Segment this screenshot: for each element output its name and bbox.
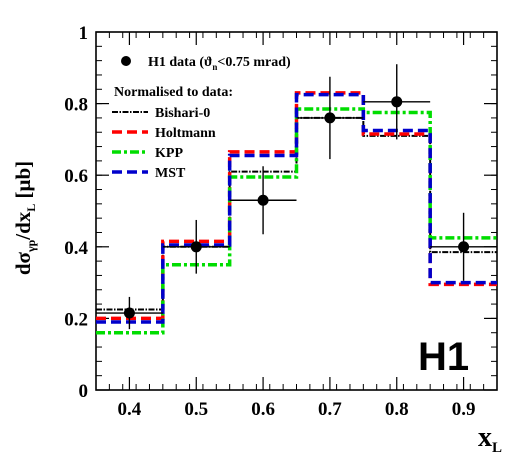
data-point xyxy=(257,194,269,206)
h1-logo: H1 xyxy=(418,335,469,379)
data-point xyxy=(458,241,470,253)
y-tick-label: 0.8 xyxy=(64,95,88,116)
legend-data-marker xyxy=(121,56,131,66)
x-tick-label: 0.4 xyxy=(118,399,142,420)
y-axis-title-main: dσ xyxy=(11,251,35,275)
data-points-layer xyxy=(96,64,497,330)
legend-data-label: H1 data (ϑn<0.75 mrad) xyxy=(148,55,291,72)
x-tick-label: 0.7 xyxy=(318,399,342,420)
series-mst xyxy=(96,92,497,324)
x-axis-title-main: x xyxy=(478,422,492,453)
legend-label-mst: MST xyxy=(155,166,186,181)
y-tick-label: 0.4 xyxy=(64,238,88,259)
series-layer xyxy=(96,91,497,335)
x-tick-label: 0.6 xyxy=(251,399,275,420)
data-point xyxy=(324,112,336,124)
legend: H1 data (ϑn<0.75 mrad) Normalised to dat… xyxy=(112,55,291,181)
svg-text:xL: xL xyxy=(478,422,502,456)
y-tick-label: 0 xyxy=(79,381,89,402)
legend-label-holtmann: Holtmann xyxy=(155,126,216,141)
y-tick-label: 0.6 xyxy=(64,166,88,187)
data-point xyxy=(190,241,202,253)
data-point xyxy=(123,307,135,319)
plot-frame: 0.4 0.5 0.6 0.7 0.8 0.9 0 0.2 0.4 0.6 0.8 1 xyxy=(64,23,498,420)
x-tick-label: 0.5 xyxy=(184,399,208,420)
x-axis-title: xL xyxy=(478,422,502,456)
y-axis-title-unit: [μb] xyxy=(11,161,35,204)
legend-header: Normalised to data: xyxy=(114,85,233,100)
y-tick-label: 0.2 xyxy=(64,309,88,330)
y-tick-label: 1 xyxy=(79,23,89,44)
y-axis-title-rest: /dx xyxy=(11,211,35,241)
y-axis-title-sub2: L xyxy=(24,204,38,212)
legend-label-bishari-0: Bishari-0 xyxy=(155,106,210,121)
legend-label-kpp: KPP xyxy=(155,146,183,161)
svg-text:dσγp/dxL [μb]: dσγp/dxL [μb] xyxy=(11,161,38,275)
y-axis-title: dσγp/dxL [μb] xyxy=(11,161,38,275)
y-axis-title-sub: γp xyxy=(24,239,38,253)
x-tick-label: 0.9 xyxy=(452,399,476,420)
data-point xyxy=(391,96,403,108)
x-tick-label: 0.8 xyxy=(385,399,409,420)
x-axis-title-sub: L xyxy=(492,440,502,456)
